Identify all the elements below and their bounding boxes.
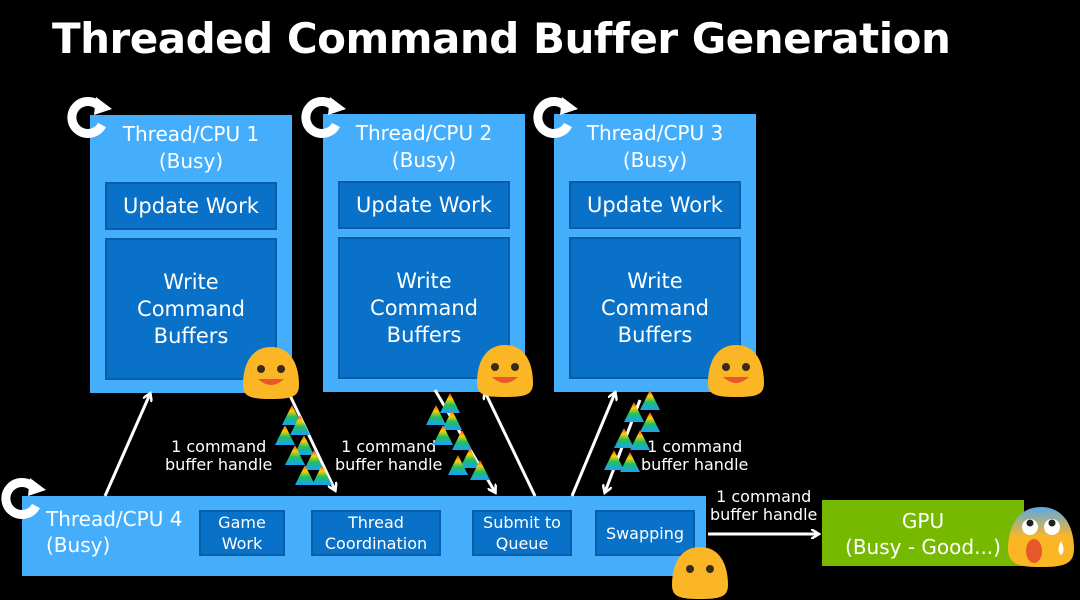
slide-title: Threaded Command Buffer Generation <box>52 14 951 63</box>
smiling-face-icon <box>672 547 728 599</box>
thread-status: (Busy) <box>46 533 111 557</box>
gpu-box: GPU (Busy - Good...) <box>822 500 1024 566</box>
thread-status: (Busy) <box>622 148 688 172</box>
arrow-to-thread-3 <box>570 393 615 497</box>
command-buffer-triangles-icon <box>275 405 332 485</box>
diagram-overlay <box>103 384 1080 572</box>
arrow-to-thread-1 <box>103 394 150 497</box>
update-work-box: Update Work <box>105 182 277 230</box>
thread-status: (Busy) <box>158 149 224 173</box>
refresh-icon <box>533 96 578 138</box>
arrow-thread1-to-main <box>283 384 335 490</box>
command-buffer-triangles-icon <box>604 390 660 472</box>
gpu-status: (Busy - Good...) <box>845 535 1001 559</box>
refresh-icon <box>67 96 112 138</box>
refresh-icon <box>1 477 46 519</box>
smiling-face-icon <box>243 347 299 399</box>
arrow-to-thread-2 <box>485 392 537 497</box>
thread-name: Thread/CPU 2 <box>355 121 493 145</box>
command-buffer-triangles-icon <box>426 393 490 480</box>
swapping-box: Swapping <box>595 510 695 556</box>
update-work-box: Update Work <box>569 181 741 229</box>
refresh-icon <box>301 96 346 138</box>
thread-name: Thread/CPU 1 <box>122 122 260 146</box>
fearful-face-icon <box>1008 507 1074 567</box>
gpu-name: GPU <box>901 509 945 533</box>
thread-status: (Busy) <box>391 148 457 172</box>
smiling-face-icon <box>477 345 533 397</box>
update-work-box: Update Work <box>338 181 510 229</box>
smiling-face-icon <box>708 345 764 397</box>
thread-name: Thread/CPU 4 <box>46 507 183 531</box>
thread-name: Thread/CPU 3 <box>586 121 724 145</box>
